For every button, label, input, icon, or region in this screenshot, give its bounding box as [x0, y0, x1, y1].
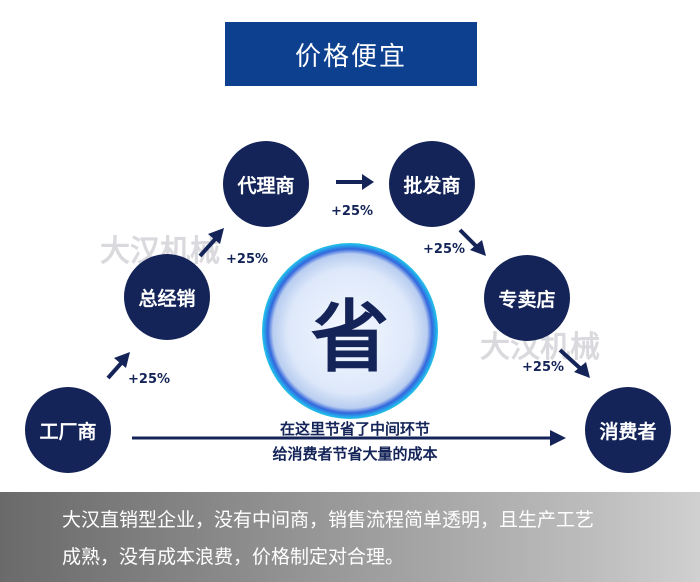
- node-store: 专卖店: [484, 255, 570, 341]
- arrow-wholesaler-store: [458, 228, 480, 250]
- markup-label: +25%: [128, 372, 171, 387]
- middle-text-bottom: 给消费者节省大量的成本: [272, 445, 438, 463]
- node-wholesaler: 批发商: [389, 141, 475, 227]
- arrow-store-consumer: [558, 348, 584, 372]
- node-factory: 工厂商: [25, 387, 111, 473]
- middle-text-top: 在这里节省了中间环节: [279, 420, 430, 438]
- markup-label: +25%: [226, 252, 269, 267]
- description-band: 大汉直销型企业，没有中间商，销售流程简单透明，且生产工艺 成熟，没有成本浪费，价…: [0, 492, 700, 582]
- markup-label: +25%: [331, 204, 374, 219]
- save-circle: 省: [262, 243, 438, 419]
- node-agent: 代理商: [223, 141, 309, 227]
- description-line: 大汉直销型企业，没有中间商，销售流程简单透明，且生产工艺: [62, 509, 595, 531]
- node-consumer: 消费者: [585, 387, 671, 473]
- markup-label: +25%: [522, 360, 565, 375]
- markup-label: +25%: [423, 242, 466, 257]
- center-char: 省: [310, 293, 389, 383]
- page-title: 价格便宜: [225, 22, 477, 86]
- description-line: 成熟，没有成本浪费，价格制定对合理。: [62, 546, 405, 568]
- node-distributor: 总经销: [124, 254, 210, 340]
